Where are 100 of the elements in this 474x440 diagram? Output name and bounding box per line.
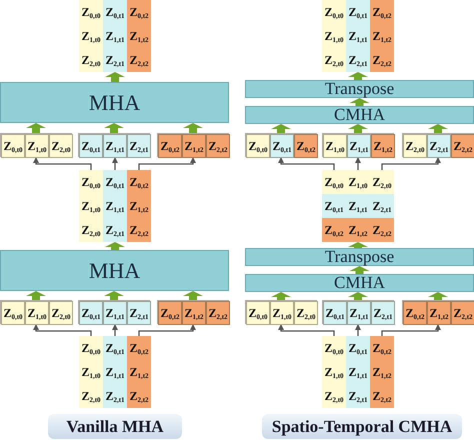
panel-title: Vanilla MHA bbox=[48, 414, 182, 439]
token-cell: Z$_{2,t2}$ bbox=[451, 301, 474, 325]
token-group bbox=[157, 133, 229, 157]
matrix-cell: Z$_{2,t2}$ bbox=[127, 48, 151, 72]
matrix-cell: Z$_{2,t0}$ bbox=[322, 48, 346, 72]
token-cell: Z$_{0,t1}$ bbox=[270, 134, 294, 158]
token-cell: Z$_{1,t2}$ bbox=[427, 301, 451, 325]
token-cell: Z$_{0,t0}$ bbox=[246, 301, 270, 325]
matrix-cell: Z$_{0,t2}$ bbox=[370, 336, 394, 360]
matrix-cell: Z$_{0,t2}$ bbox=[322, 218, 346, 242]
matrix-cell: Z$_{1,t2}$ bbox=[370, 24, 394, 48]
matrix-cell: Z$_{1,t1}$ bbox=[346, 24, 370, 48]
token-group bbox=[322, 300, 394, 324]
matrix-cell: Z$_{0,t1}$ bbox=[103, 170, 127, 194]
token-cell: Z$_{0,t2}$ bbox=[158, 301, 182, 325]
matrix-cell: Z$_{2,t1}$ bbox=[103, 218, 127, 242]
token-cell: Z$_{1,t0}$ bbox=[25, 301, 49, 325]
token-cell: Z$_{1,t0}$ bbox=[25, 134, 49, 158]
token-cell: Z$_{0,t1}$ bbox=[79, 301, 103, 325]
token-group bbox=[78, 300, 150, 324]
arrow bbox=[33, 324, 92, 336]
token-cell: Z$_{2,t2}$ bbox=[451, 134, 474, 158]
matrix-cell: Z$_{2,t0}$ bbox=[79, 48, 103, 72]
token-cell: Z$_{0,t1}$ bbox=[323, 301, 347, 325]
block-arrow bbox=[350, 98, 370, 106]
token-group bbox=[245, 133, 317, 157]
token-cell: Z$_{2,t0}$ bbox=[294, 301, 318, 325]
matrix-cell: Z$_{2,t1}$ bbox=[370, 194, 394, 218]
token-group bbox=[157, 300, 229, 324]
matrix-cell: Z$_{1,t2}$ bbox=[346, 218, 370, 242]
token-cell: Z$_{1,t2}$ bbox=[182, 134, 206, 158]
matrix-cell: Z$_{2,t0}$ bbox=[79, 218, 103, 242]
matrix-cell: Z$_{2,t1}$ bbox=[103, 48, 127, 72]
arrow bbox=[112, 157, 118, 170]
attention-bar: CMHA bbox=[245, 274, 474, 292]
matrix-cell: Z$_{0,t1}$ bbox=[346, 336, 370, 360]
token-cell: Z$_{1,t1}$ bbox=[103, 301, 127, 325]
token-cell: Z$_{1,t2}$ bbox=[182, 301, 206, 325]
token-cell: Z$_{1,t0}$ bbox=[323, 134, 347, 158]
block-arrow bbox=[104, 123, 124, 133]
token-cell: Z$_{0,t0}$ bbox=[1, 301, 25, 325]
block-arrow bbox=[271, 292, 291, 300]
matrix-cell: Z$_{0,t1}$ bbox=[103, 336, 127, 360]
token-cell: Z$_{1,t1}$ bbox=[347, 134, 371, 158]
block-arrow bbox=[348, 292, 368, 300]
block-arrow bbox=[104, 291, 124, 300]
matrix-cell: Z$_{1,t1}$ bbox=[346, 194, 370, 218]
matrix-cell: Z$_{1,t0}$ bbox=[346, 170, 370, 194]
token-cell: Z$_{2,t1}$ bbox=[427, 134, 451, 158]
arrow bbox=[138, 157, 196, 170]
token-group bbox=[245, 300, 317, 324]
attention-bar: MHA bbox=[0, 250, 229, 291]
block-arrow bbox=[271, 124, 291, 133]
arrow bbox=[381, 157, 441, 170]
attention-bar: Transpose bbox=[245, 248, 474, 266]
token-group bbox=[0, 300, 72, 324]
token-cell: Z$_{1,t2}$ bbox=[371, 134, 395, 158]
matrix-cell: Z$_{1,t1}$ bbox=[103, 360, 127, 384]
matrix-cell: Z$_{0,t0}$ bbox=[322, 0, 346, 24]
token-cell: Z$_{2,t1}$ bbox=[371, 301, 395, 325]
attention-bar: MHA bbox=[0, 82, 229, 123]
matrix-cell: Z$_{2,t2}$ bbox=[370, 384, 394, 408]
token-cell: Z$_{0,t0}$ bbox=[246, 134, 270, 158]
matrix-cell: Z$_{0,t2}$ bbox=[127, 170, 151, 194]
arrow bbox=[381, 324, 441, 336]
attention-bar: Transpose bbox=[245, 80, 474, 98]
matrix-cell: Z$_{0,t2}$ bbox=[370, 0, 394, 24]
token-cell: Z$_{2,t0}$ bbox=[403, 134, 427, 158]
matrix-cell: Z$_{0,t0}$ bbox=[322, 336, 346, 360]
token-cell: Z$_{2,t1}$ bbox=[127, 301, 151, 325]
block-arrow bbox=[348, 124, 368, 133]
token-group bbox=[402, 133, 474, 157]
attention-bar: CMHA bbox=[245, 106, 474, 124]
token-cell: Z$_{2,t0}$ bbox=[49, 134, 73, 158]
matrix-cell: Z$_{2,t2}$ bbox=[370, 218, 394, 242]
token-cell: Z$_{0,t2}$ bbox=[403, 301, 427, 325]
matrix-cell: Z$_{2,t2}$ bbox=[127, 384, 151, 408]
matrix-cell: Z$_{1,t1}$ bbox=[103, 24, 127, 48]
token-cell: Z$_{0,t2}$ bbox=[158, 134, 182, 158]
block-arrow bbox=[348, 72, 368, 80]
matrix-cell: Z$_{0,t2}$ bbox=[127, 336, 151, 360]
token-group bbox=[402, 300, 474, 324]
token-cell: Z$_{0,t2}$ bbox=[294, 134, 318, 158]
matrix-cell: Z$_{1,t2}$ bbox=[370, 360, 394, 384]
arrow bbox=[112, 324, 118, 336]
matrix-cell: Z$_{0,t0}$ bbox=[79, 336, 103, 360]
matrix-cell: Z$_{2,t1}$ bbox=[346, 48, 370, 72]
token-group bbox=[322, 133, 394, 157]
block-arrow bbox=[348, 242, 368, 248]
block-arrow bbox=[428, 124, 448, 133]
matrix-cell: Z$_{1,t0}$ bbox=[79, 24, 103, 48]
token-cell: Z$_{2,t2}$ bbox=[206, 301, 230, 325]
arrow bbox=[355, 157, 361, 170]
matrix-cell: Z$_{2,t1}$ bbox=[346, 384, 370, 408]
block-arrow bbox=[350, 266, 370, 274]
arrow bbox=[278, 157, 335, 170]
token-cell: Z$_{2,t0}$ bbox=[49, 301, 73, 325]
block-arrow bbox=[26, 123, 46, 133]
matrix-cell: Z$_{0,t2}$ bbox=[127, 0, 151, 24]
panel-title: Spatio-Temporal CMHA bbox=[262, 414, 462, 439]
